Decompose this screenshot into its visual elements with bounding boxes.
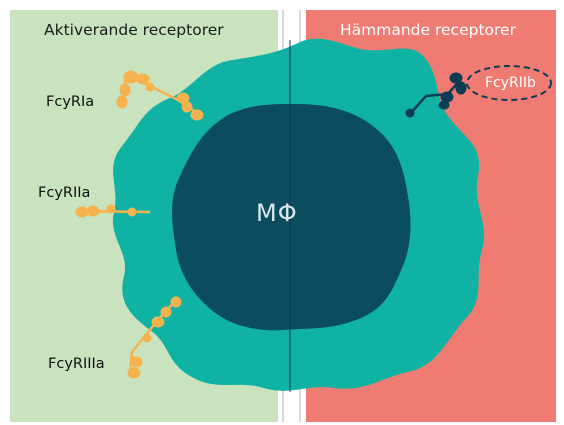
fcyr3a-receptor-icon <box>127 296 182 379</box>
fcyr2a-label: FcyRIIa <box>38 185 91 201</box>
fcyr2b-highlight-ring <box>466 65 552 101</box>
fcyr1a-label: FcyRIa <box>46 94 95 110</box>
fcyr2b-label: FcyRIIb <box>485 75 536 91</box>
fcyr2a-receptor-icon <box>75 204 151 218</box>
macrophage-label: MΦ <box>256 199 298 227</box>
fcyr2b-receptor-icon <box>405 72 467 118</box>
fcyr1a-receptor-icon <box>116 70 204 121</box>
activating-panel-title: Aktiverande receptorer <box>44 21 224 39</box>
macrophage-nucleus <box>172 104 411 331</box>
inhibiting-panel-title: Hämmande receptorer <box>340 21 516 39</box>
fcyr3a-label: FcyRIIIa <box>48 356 105 372</box>
